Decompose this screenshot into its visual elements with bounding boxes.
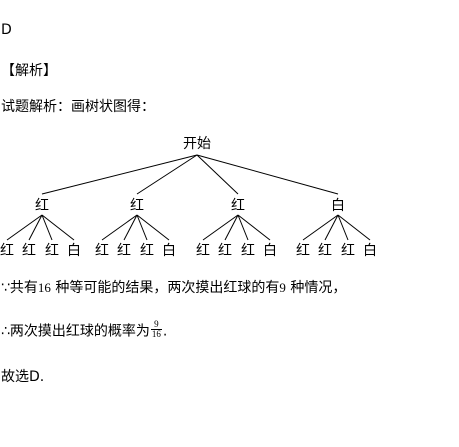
tree-edges: [6, 154, 371, 241]
tree-level2-node-3-4: 白: [263, 243, 277, 259]
result-line-1-suffix: 种情况，: [285, 280, 347, 296]
tree-edge-4-3: [337, 214, 349, 241]
tree-diagram: 开始红红红红白红红红红白红红红红白白红红红白: [0, 136, 377, 259]
result-line-1-middle: 种等可能的结果，两次摸出红球的有: [50, 280, 280, 296]
intro-text: 试题解析：画树状图得：: [1, 99, 155, 115]
tree-edge-root-4: [196, 154, 339, 195]
tree-level2-node-4-2: 红: [318, 243, 332, 259]
answer-text: D: [1, 22, 12, 38]
tree-edge-3-4: [237, 214, 271, 241]
tree-edge-2-1: [101, 214, 138, 241]
conclusion-text: 故选D.: [1, 369, 45, 385]
tree-edge-3-1: [202, 214, 239, 241]
fraction-numerator: 9: [150, 320, 162, 330]
tree-edge-2-3: [136, 214, 148, 241]
tree-level2-node-3-2: 红: [218, 243, 232, 259]
tree-edge-3-2: [224, 214, 239, 241]
tree-root-label: 开始: [183, 136, 211, 152]
tree-level2-node-3-1: 红: [196, 243, 210, 259]
tree-edge-root-2: [136, 154, 198, 195]
tree-edge-1-2: [28, 214, 43, 241]
result-line-1: ∵共有16 种等可能的结果，两次摸出红球的有9 种情况，: [1, 280, 346, 296]
section-header: 【解析】: [1, 63, 57, 79]
tree-edge-1-4: [41, 214, 75, 241]
tree-level2-node-1-3: 红: [45, 243, 59, 259]
tree-level1-node-3: 红: [231, 198, 245, 214]
result-line-1-prefix: ∵共有: [1, 280, 38, 296]
tree-level2-node-4-1: 红: [296, 243, 310, 259]
tree-level1-node-2: 红: [130, 198, 144, 214]
tree-edge-1-3: [41, 214, 53, 241]
tree-edge-1-1: [6, 214, 43, 241]
tree-nodes: 开始红红红红白红红红红白红红红红白白红红红白: [0, 136, 377, 259]
tree-edge-2-4: [136, 214, 170, 241]
tree-edge-3-3: [237, 214, 249, 241]
total-outcomes: 16: [37, 280, 51, 295]
tree-level2-node-3-3: 红: [241, 243, 255, 259]
tree-level2-node-2-3: 红: [140, 243, 154, 259]
tree-level1-node-4: 白: [331, 198, 345, 214]
tree-level2-node-2-2: 红: [117, 243, 131, 259]
tree-level2-node-1-4: 白: [67, 243, 81, 259]
tree-edge-root-3: [196, 154, 239, 195]
tree-edge-root-1: [41, 154, 198, 195]
tree-edge-2-2: [123, 214, 138, 241]
tree-edge-4-4: [337, 214, 371, 241]
tree-level2-node-1-1: 红: [0, 243, 14, 259]
tree-level1-node-1: 红: [35, 198, 49, 214]
result-line-2-suffix: .: [162, 323, 168, 340]
tree-level2-node-2-4: 白: [162, 243, 176, 259]
tree-level2-node-1-2: 红: [22, 243, 36, 259]
tree-level2-node-4-4: 白: [363, 243, 377, 259]
fraction-denominator: 16: [151, 329, 161, 339]
tree-edge-4-1: [302, 214, 339, 241]
result-line-2-prefix: ∴两次摸出红球的概率为: [1, 323, 150, 340]
tree-level2-node-4-3: 红: [341, 243, 355, 259]
tree-level2-node-2-1: 红: [95, 243, 109, 259]
favorable-outcomes: 9: [279, 280, 286, 295]
tree-edge-4-2: [324, 214, 339, 241]
